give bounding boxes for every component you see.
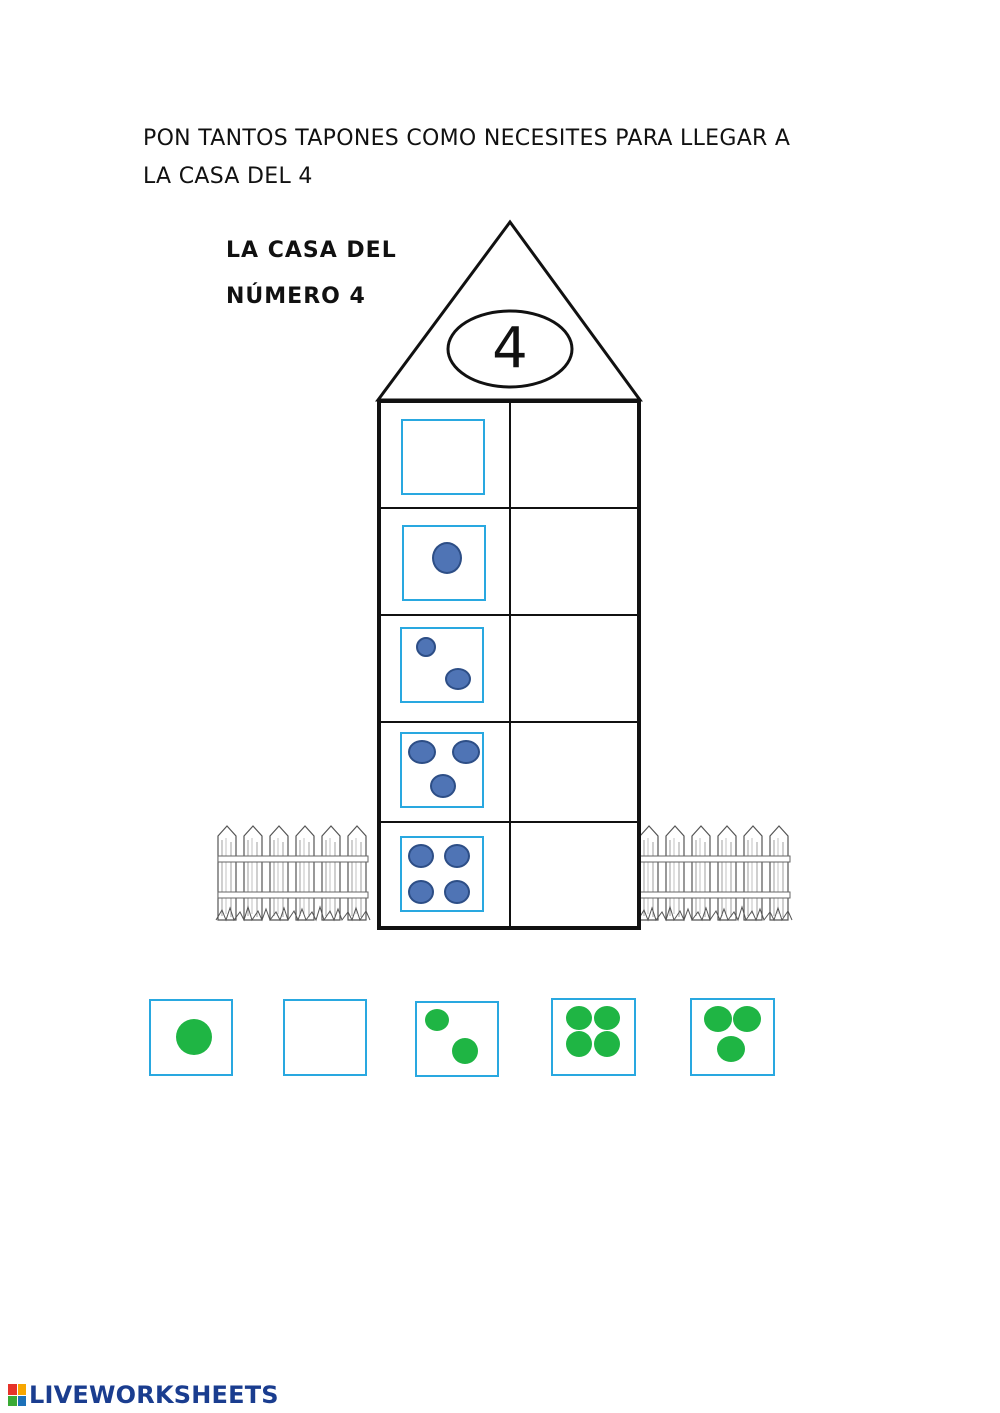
blue-dot [416,637,436,657]
drop-zone-row-4[interactable] [512,725,636,819]
green-dot [566,1031,592,1057]
option-card-3-dots[interactable] [690,998,775,1076]
blue-dot [445,668,471,690]
green-dot [594,1031,620,1057]
blue-dot [408,844,434,868]
drop-zone-row-5[interactable] [512,825,636,924]
blue-dot [430,774,456,798]
row-5-dot-card [400,836,484,912]
drop-zone-row-3[interactable] [512,618,636,720]
row-2-dot-card [402,525,486,601]
green-dot [425,1009,449,1031]
instructions-line-2: LA CASA DEL 4 [143,164,313,189]
logo-text: LIVEWORKSHEETS [29,1381,279,1409]
left-fence [216,826,370,920]
house-number-oval [446,309,574,389]
blue-dot [452,740,480,764]
green-dot [566,1006,592,1030]
blue-dot [432,542,462,574]
right-fence [638,826,792,920]
liveworksheets-logo: LIVEWORKSHEETS [8,1380,279,1410]
green-dot [452,1038,478,1064]
logo-mark-icon [8,1384,26,1406]
option-card-2-dots[interactable] [415,1001,499,1077]
blue-dot [444,844,470,868]
drop-zone-row-2[interactable] [512,511,636,613]
row-3-dot-card [400,627,484,703]
green-dot [704,1006,732,1032]
row-1-dot-card [401,419,485,495]
option-card-1-dot[interactable] [149,999,233,1076]
drop-zone-row-1[interactable] [512,404,636,506]
option-card-0-dots[interactable] [283,999,367,1076]
house-number: 4 [492,316,528,381]
blue-dot [408,880,434,904]
house-title: LA CASA DEL NÚMERO 4 [226,228,397,320]
green-dot [176,1019,212,1055]
green-dot [733,1006,761,1032]
green-dot [594,1006,620,1030]
house-title-line-2: NÚMERO 4 [226,284,366,309]
house-title-line-1: LA CASA DEL [226,238,397,263]
row-4-dot-card [400,732,484,808]
blue-dot [408,740,436,764]
instructions: PON TANTOS TAPONES COMO NECESITES PARA L… [143,120,863,196]
blue-dot [444,880,470,904]
green-dot [717,1036,745,1062]
instructions-line-1: PON TANTOS TAPONES COMO NECESITES PARA L… [143,126,791,151]
option-card-4-dots[interactable] [551,998,636,1076]
